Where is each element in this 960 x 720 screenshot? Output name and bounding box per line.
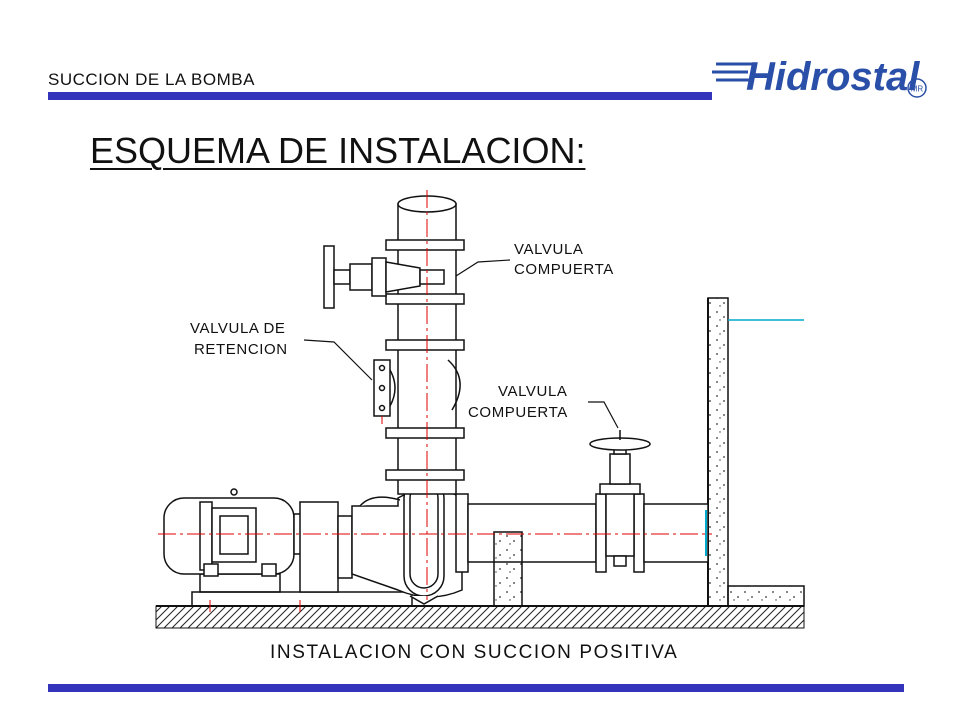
logo-registered-circle: [907, 78, 927, 98]
label-gate-valve-suction-line1: VALVULA: [498, 383, 568, 400]
check-valve: [373, 359, 396, 417]
label-gate-valve-top-line2: COMPUERTA: [514, 261, 614, 278]
label-check-valve-line2: RETENCION: [194, 341, 288, 358]
header-divider-bar: [48, 92, 712, 100]
tank-wall: [707, 297, 805, 607]
hidrostal-logo: Hidrostal MR: [712, 55, 927, 99]
logo-wordmark: Hidrostal: [746, 55, 920, 99]
label-gate-valve-top-line1: VALVULA: [514, 241, 584, 258]
electric-motor: [163, 488, 309, 577]
label-check-valve-line1: VALVULA DE: [190, 320, 286, 337]
centerlines: [158, 190, 712, 612]
logo-registered-mark: MR: [911, 85, 924, 94]
footer-divider-bar: [48, 684, 904, 692]
label-gate-valve-suction-line2: COMPUERTA: [468, 404, 568, 421]
discharge-column: [385, 195, 465, 495]
leader-lines: [303, 259, 619, 429]
diagram-caption: INSTALACION CON SUCCION POSITIVA: [270, 642, 678, 663]
ground-floor: [155, 605, 805, 629]
logo-speed-lines: [712, 62, 752, 82]
section-label: SUCCION DE LA BOMBA: [48, 70, 255, 89]
suction-gate-valve: [589, 430, 651, 567]
discharge-gate-valve: [323, 245, 445, 309]
pump-volute: [351, 477, 463, 605]
suction-pipe: [455, 493, 709, 607]
bearing-frame: [299, 501, 353, 593]
page-title: ESQUEMA DE INSTALACION:: [90, 130, 586, 171]
